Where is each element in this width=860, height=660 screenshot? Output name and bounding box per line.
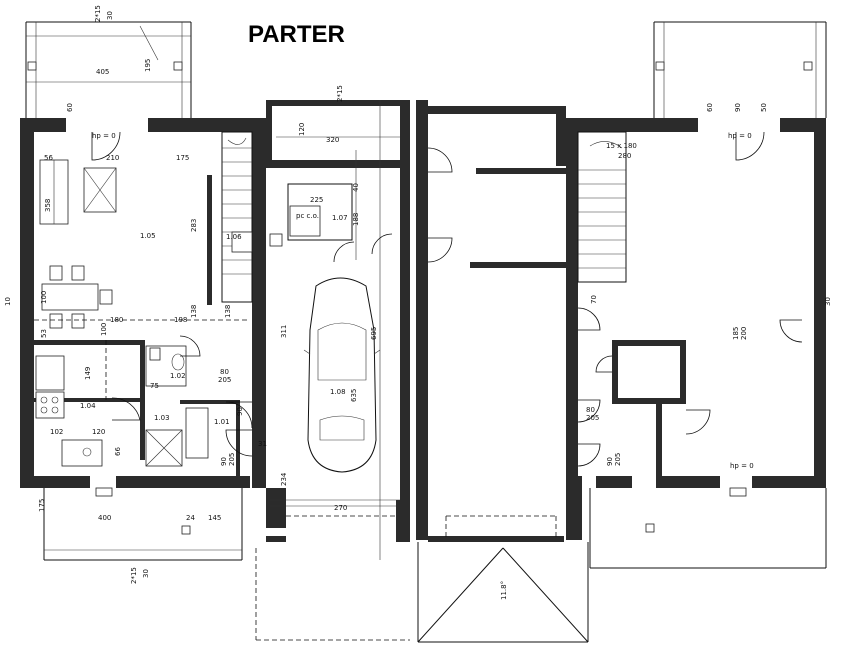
dim-30-c: 30: [824, 297, 832, 306]
dim-270: 270: [334, 504, 347, 512]
dim-31: 31: [258, 440, 267, 448]
dim-100-b: 100: [100, 323, 108, 336]
dim-400: 400: [98, 514, 111, 522]
bathroom-fixtures: [145, 345, 209, 467]
dim-198: 198: [174, 316, 187, 324]
terrace-top-left: [25, 21, 192, 118]
dim-50: 50: [760, 103, 768, 112]
dim-180: 180: [110, 316, 123, 324]
dim-75: 75: [150, 382, 159, 390]
dim-90-c: 90: [606, 457, 614, 466]
dim-205-a: 205: [218, 376, 231, 384]
dim-311: 311: [280, 325, 288, 338]
dim-56: 56: [44, 154, 53, 162]
dim-hp-bottom: hp = 0: [730, 462, 754, 470]
dim-10: 10: [4, 297, 12, 306]
left-unit-walls: [20, 118, 266, 488]
living-furniture: [39, 159, 117, 329]
dim-138-b: 138: [224, 305, 232, 318]
room-label-1-05: 1.05: [140, 232, 156, 240]
garage-walls: [266, 100, 410, 542]
dim-320: 320: [326, 136, 339, 144]
room-label-1-08: 1.08: [330, 388, 346, 396]
dim-30-b: 30: [142, 569, 150, 578]
garage-entrance: [255, 499, 410, 641]
doors-left: [91, 131, 253, 457]
dim-283: 283: [190, 219, 198, 232]
dim-280: 280: [618, 152, 631, 160]
kitchen-fixtures: [35, 355, 103, 467]
label-pc: pc c.o.: [296, 212, 319, 220]
dim-53: 53: [40, 329, 48, 338]
room-label-1-04: 1.04: [80, 402, 96, 410]
doors-right: [427, 131, 803, 467]
stairs-left: [221, 131, 253, 303]
dim-120: 120: [92, 428, 105, 436]
dim-102: 102: [50, 428, 63, 436]
dim-205-c: 205: [586, 414, 599, 422]
dim-195: 195: [144, 59, 152, 72]
dim-210: 210: [106, 154, 119, 162]
dim-70: 70: [590, 295, 598, 304]
dim-2x15-c: 2*15: [336, 85, 344, 102]
dim-100: 100: [40, 291, 48, 304]
room-label-1-06: 1.06: [226, 233, 242, 241]
dim-66: 66: [114, 447, 122, 456]
dim-225: 225: [310, 196, 323, 204]
dim-80-c: 80: [586, 406, 595, 414]
dim-40: 40: [352, 183, 360, 192]
dim-90-d: 90: [734, 103, 742, 112]
terrace-bottom-left: [43, 487, 243, 561]
dim-205-d: 205: [614, 453, 622, 466]
room-label-1-01: 1.01: [214, 418, 230, 426]
room-label-1-02: 1.02: [170, 372, 186, 380]
dim-hp-right: hp = 0: [728, 132, 752, 140]
right-unit-walls: [416, 100, 826, 542]
dim-635: 635: [350, 389, 358, 402]
dim-695: 695: [370, 327, 378, 340]
terrace-top-right: [653, 21, 827, 118]
dim-138-a: 138: [190, 305, 198, 318]
dim-145: 145: [208, 514, 221, 522]
dim-405: 405: [96, 68, 109, 76]
dim-90-b: 90: [220, 457, 228, 466]
room-label-1-07: 1.07: [332, 214, 348, 222]
dim-175-b: 175: [38, 499, 46, 512]
dim-120-b: 120: [298, 123, 306, 136]
dim-2x15-b: 2*15: [130, 567, 138, 584]
dim-175: 175: [176, 154, 189, 162]
dim-80-a: 80: [220, 368, 229, 376]
dim-24: 24: [186, 514, 195, 522]
dim-60-b: 60: [66, 103, 74, 112]
dim-149: 149: [84, 367, 92, 380]
dim-205-b: 205: [228, 453, 236, 466]
dim-358: 358: [44, 199, 52, 212]
dim-hp-left: hp = 0: [92, 132, 116, 140]
dim-234: 234: [280, 472, 288, 486]
boiler-room: [269, 183, 393, 263]
dim-60: 60: [706, 103, 714, 112]
dim-30-a: 30: [106, 11, 114, 20]
car-outline: [303, 277, 381, 473]
dim-200: 200: [740, 327, 748, 340]
dim-15x180: 15 x 180: [606, 142, 637, 150]
plan-title: PARTER: [248, 21, 345, 48]
dim-slope: 11.8°: [500, 581, 508, 600]
terrace-bottom-right: [589, 487, 827, 569]
stairs-right: [577, 131, 627, 283]
room-label-1-03: 1.03: [154, 414, 170, 422]
ramp-right: [417, 515, 589, 643]
dim-188: 188: [352, 213, 360, 226]
dim-2x15-a: 2*15: [94, 5, 102, 22]
dim-90-a: 90: [236, 407, 244, 416]
dim-185: 185: [732, 327, 740, 340]
